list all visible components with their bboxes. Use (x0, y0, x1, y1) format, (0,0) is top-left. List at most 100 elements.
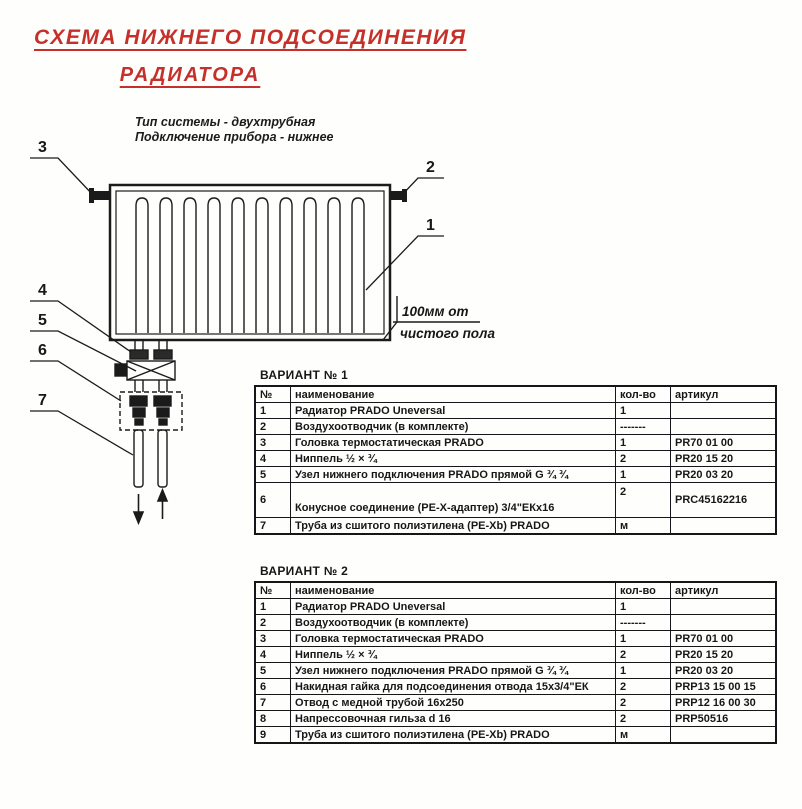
cell-qty: 1 (615, 466, 671, 483)
cell-sku: PR70 01 00 (670, 630, 777, 647)
cell-qty: 1 (615, 434, 671, 451)
variant-1-title: ВАРИАНТ № 1 (260, 368, 349, 382)
cell-qty: ------- (615, 614, 671, 631)
cell-num: 4 (254, 450, 291, 467)
radiator-channels (135, 197, 365, 333)
cell-num: 4 (254, 646, 291, 663)
cell-name: Радиатор PRADO Uneversal (290, 598, 616, 615)
cell-num: 1 (254, 598, 291, 615)
cell-name: Воздухоотводчик (в комплекте) (290, 418, 616, 435)
cell-num: 5 (254, 662, 291, 679)
cell-qty: 1 (615, 598, 671, 615)
cell-name: Радиатор PRADO Uneversal (290, 402, 616, 419)
bottom-connection-unit (114, 340, 183, 431)
cell-num: 2 (254, 614, 291, 631)
floor-level-note: 100мм от чистого пола (382, 296, 495, 341)
cell-num: 7 (254, 694, 291, 711)
cell-sku: PR20 15 20 (670, 450, 777, 467)
cell-name: Узел нижнего подключения PRADO прямой G … (290, 466, 616, 483)
floor-note-line1: 100мм от (402, 304, 469, 319)
cell-qty: 2 (615, 482, 671, 518)
radiator-body (108, 183, 392, 342)
cell-num: 9 (254, 726, 291, 744)
cell-sku: PR20 03 20 (670, 662, 777, 679)
cell-qty: м (615, 726, 671, 744)
page-title-line2: РАДИАТОРА (119, 64, 261, 86)
flow-arrows (132, 487, 169, 526)
cell-name: Труба из сшитого полиэтилена (PE-Xb) PRA… (290, 726, 616, 744)
cell-qty: ------- (615, 418, 671, 435)
cell-sku: PRP12 16 00 30 (670, 694, 777, 711)
adapter-group-box (119, 391, 183, 431)
callout-7: 7 (38, 392, 47, 409)
column-header-qty: кол-во (615, 385, 671, 403)
cell-num: 1 (254, 402, 291, 419)
system-type-note: Тип системы - двухтрубная (135, 115, 316, 129)
cell-qty: 1 (615, 402, 671, 419)
cell-name: Ниппель ½ × ¾ (290, 450, 616, 467)
cell-name: Головка термостатическая PRADO (290, 434, 616, 451)
cell-qty: 2 (615, 646, 671, 663)
column-header-num: № (254, 581, 291, 599)
variant-2-title: ВАРИАНТ № 2 (260, 564, 349, 578)
connection-type-note: Подключение прибора - нижнее (135, 130, 334, 144)
cell-sku: PR20 15 20 (670, 646, 777, 663)
callout-4: 4 (38, 282, 47, 299)
column-header-sku: артикул (670, 581, 777, 599)
callout-3: 3 (38, 139, 47, 156)
cell-name: Воздухоотводчик (в комплекте) (290, 614, 616, 631)
cell-name: Ниппель ½ × ¾ (290, 646, 616, 663)
cell-sku: PRP13 15 00 15 (670, 678, 777, 695)
cell-name: Отвод с медной трубой 16х250 (290, 694, 616, 711)
column-header-name: наименование (290, 385, 616, 403)
cell-sku (670, 517, 777, 535)
cell-name: Напрессовочная гильза d 16 (290, 710, 616, 727)
callout-1: 1 (426, 217, 435, 234)
cell-sku (670, 402, 777, 419)
column-header-sku: артикул (670, 385, 777, 403)
cell-sku (670, 614, 777, 631)
callout-leaders (30, 157, 444, 456)
cell-name: Труба из сшитого полиэтилена (PE-Xb) PRA… (290, 517, 616, 535)
cell-num: 3 (254, 630, 291, 647)
cell-qty: 1 (615, 662, 671, 679)
cell-sku (670, 726, 777, 744)
callout-5: 5 (38, 312, 47, 329)
cell-num: 6 (254, 678, 291, 695)
cell-sku: PRP50516 (670, 710, 777, 727)
callout-6: 6 (38, 342, 47, 359)
cell-qty: 2 (615, 450, 671, 467)
cell-qty: 2 (615, 694, 671, 711)
cell-sku: PRC45162216 (670, 482, 777, 518)
column-header-name: наименование (290, 581, 616, 599)
system-notes: Тип системы - двухтрубная Подключение пр… (135, 115, 333, 145)
cell-name: Узел нижнего подключения PRADO прямой G … (290, 662, 616, 679)
cell-num: 3 (254, 434, 291, 451)
floor-note-line2: чистого пола (400, 326, 495, 341)
cell-sku (670, 598, 777, 615)
cell-qty: 1 (615, 630, 671, 647)
cell-num: 2 (254, 418, 291, 435)
page-title: СХЕМА НИЖНЕГО ПОДСОЕДИНЕНИЯ (34, 26, 467, 49)
cell-qty: м (615, 517, 671, 535)
cell-sku (670, 418, 777, 435)
cell-sku: PR70 01 00 (670, 434, 777, 451)
